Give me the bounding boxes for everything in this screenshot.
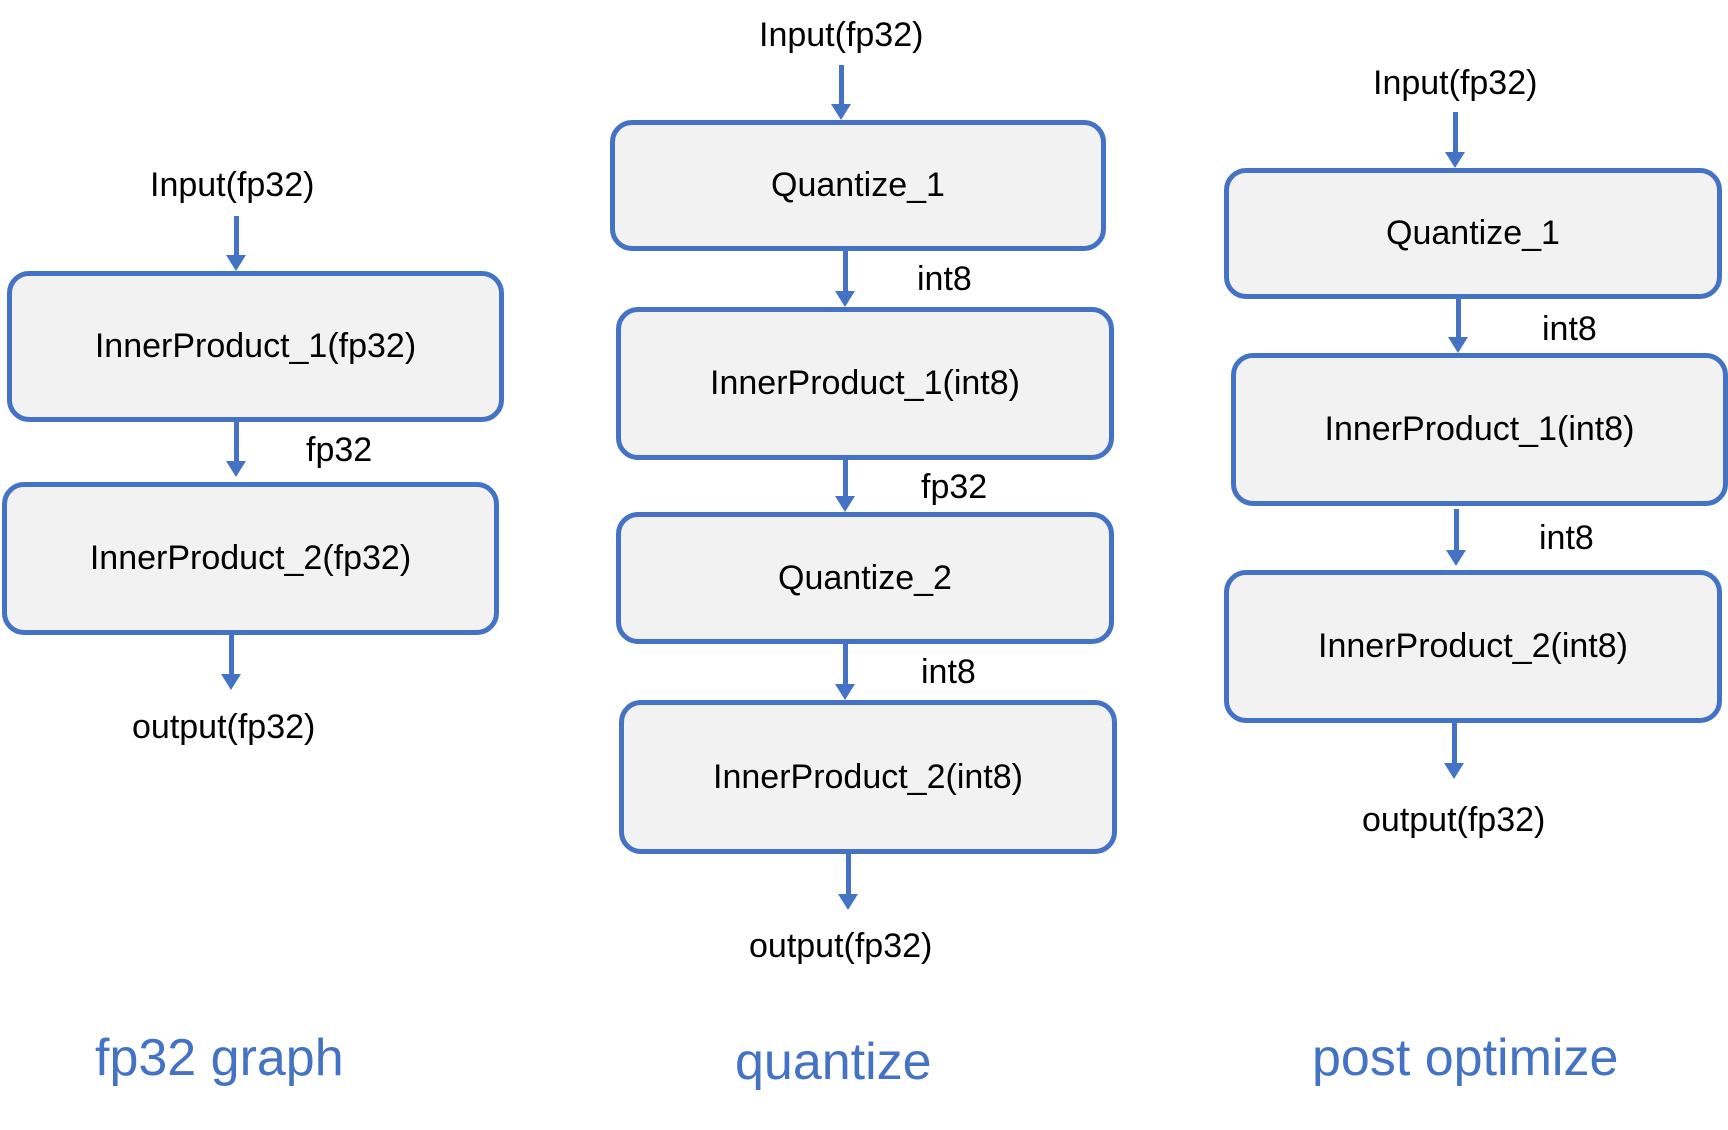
col1-output-label: output(fp32) xyxy=(132,708,316,746)
col1-input-label: Input(fp32) xyxy=(150,166,315,204)
col2-edge-label-3: int8 xyxy=(921,653,976,691)
col3-output-label: output(fp32) xyxy=(1362,801,1546,839)
col3-edge-label-2: int8 xyxy=(1539,519,1594,557)
col2-caption: quantize xyxy=(735,1033,932,1091)
col1-arrow-input xyxy=(226,216,246,271)
col3-input-label: Input(fp32) xyxy=(1373,64,1538,102)
col2-input-label: Input(fp32) xyxy=(759,16,924,54)
col3-arrow-1 xyxy=(1448,299,1468,353)
col3-arrow-input xyxy=(1445,112,1465,168)
col2-arrow-input xyxy=(831,65,851,120)
col2-edge-label-1: int8 xyxy=(917,260,972,298)
col2-node-innerproduct-1: InnerProduct_1(int8) xyxy=(616,307,1114,460)
col2-edge-label-2: fp32 xyxy=(921,468,988,506)
col1-arrow-1 xyxy=(226,422,246,477)
col2-node-innerproduct-2: InnerProduct_2(int8) xyxy=(619,700,1117,854)
col2-output-label: output(fp32) xyxy=(749,927,933,965)
col3-arrow-2 xyxy=(1446,509,1466,566)
col3-caption: post optimize xyxy=(1312,1029,1619,1087)
col3-node-innerproduct-1: InnerProduct_1(int8) xyxy=(1231,353,1728,506)
col2-arrow-output xyxy=(838,854,858,910)
col2-node-quantize-1: Quantize_1 xyxy=(610,120,1106,251)
col1-node-innerproduct-2: InnerProduct_2(fp32) xyxy=(2,482,499,635)
col2-arrow-2 xyxy=(835,460,855,512)
col1-node-innerproduct-1: InnerProduct_1(fp32) xyxy=(7,271,504,422)
col2-node-quantize-2: Quantize_2 xyxy=(616,512,1114,644)
col2-arrow-1 xyxy=(835,251,855,307)
col3-node-innerproduct-2: InnerProduct_2(int8) xyxy=(1224,570,1722,723)
col3-node-quantize-1: Quantize_1 xyxy=(1224,168,1722,299)
col3-arrow-output xyxy=(1444,723,1464,779)
col1-arrow-output xyxy=(221,635,241,690)
col1-edge-label-1: fp32 xyxy=(306,431,373,469)
col3-edge-label-1: int8 xyxy=(1542,310,1597,348)
col2-arrow-3 xyxy=(835,644,855,700)
col1-caption: fp32 graph xyxy=(95,1029,344,1087)
